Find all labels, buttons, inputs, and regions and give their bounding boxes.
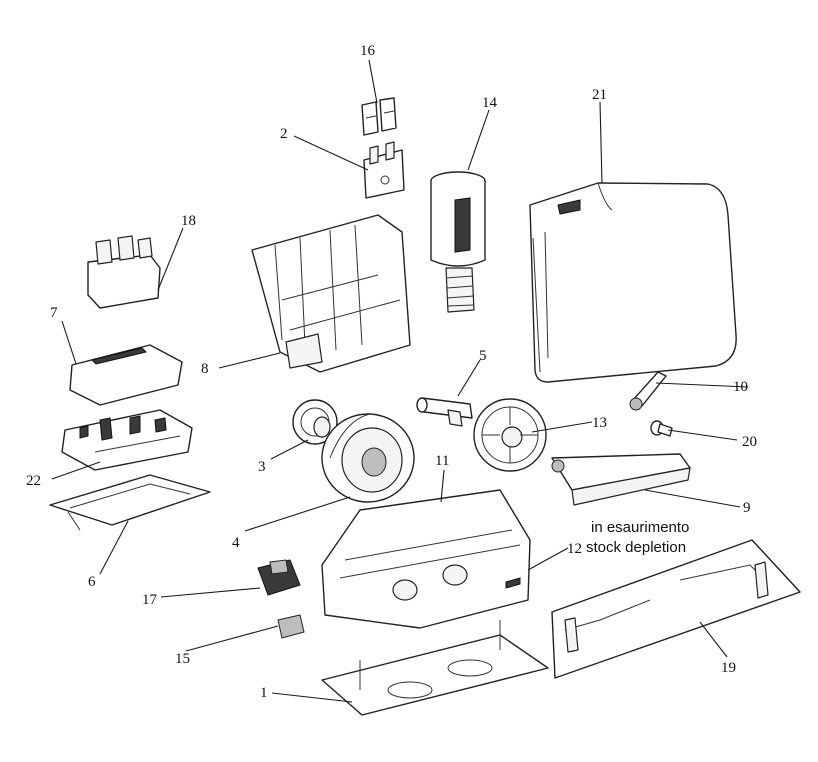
callout-5: 5 bbox=[479, 348, 487, 364]
callout-12: 12 bbox=[567, 541, 582, 557]
part-pinion bbox=[292, 399, 338, 445]
part-key bbox=[650, 420, 673, 437]
callout-15: 15 bbox=[175, 651, 190, 667]
callout-10: 10 bbox=[733, 379, 748, 395]
part-board-cover bbox=[69, 344, 183, 406]
stock-note: in esaurimento stock depletion bbox=[586, 519, 689, 556]
part-terminal-clips bbox=[361, 97, 397, 136]
callout-7: 7 bbox=[50, 305, 58, 321]
part-frame bbox=[251, 214, 411, 373]
part-rack-kit bbox=[551, 539, 801, 679]
part-board-plate bbox=[49, 474, 211, 531]
callout-14: 14 bbox=[482, 95, 498, 111]
part-transformer bbox=[87, 235, 161, 309]
part-cover bbox=[529, 182, 737, 383]
callout-6: 6 bbox=[88, 574, 96, 590]
callout-11: 11 bbox=[435, 453, 449, 469]
part-bracket bbox=[551, 453, 691, 506]
note-line-italian: in esaurimento bbox=[591, 519, 689, 536]
callout-3: 3 bbox=[258, 459, 266, 475]
part-base-plate bbox=[321, 620, 549, 716]
part-small-fitting bbox=[277, 614, 305, 639]
callout-19: 19 bbox=[721, 660, 736, 676]
callout-1: 1 bbox=[260, 685, 268, 701]
callout-9: 9 bbox=[743, 500, 751, 516]
part-connector bbox=[257, 559, 301, 596]
leader-lines bbox=[51, 59, 749, 703]
note-line-english: stock depletion bbox=[586, 539, 686, 556]
part-limit-switch bbox=[363, 141, 405, 199]
callout-22: 22 bbox=[26, 473, 41, 489]
callout-labels: 1 2 3 4 5 6 7 8 9 10 11 12 13 14 15 16 1… bbox=[26, 43, 757, 701]
part-release-lever bbox=[629, 371, 667, 411]
callout-13: 13 bbox=[592, 415, 607, 431]
callout-18: 18 bbox=[181, 213, 196, 229]
part-control-board bbox=[61, 409, 193, 471]
callout-8: 8 bbox=[201, 361, 209, 377]
part-housing bbox=[321, 489, 531, 629]
callout-21: 21 bbox=[592, 87, 607, 103]
part-motor bbox=[430, 171, 486, 313]
callout-17: 17 bbox=[142, 592, 158, 608]
callout-20: 20 bbox=[742, 434, 757, 450]
callout-4: 4 bbox=[232, 535, 240, 551]
part-gear-wheel bbox=[473, 398, 547, 472]
callout-2: 2 bbox=[280, 126, 288, 142]
part-shaft bbox=[416, 397, 473, 427]
callout-16: 16 bbox=[360, 43, 376, 59]
part-gear-housing bbox=[321, 413, 415, 503]
